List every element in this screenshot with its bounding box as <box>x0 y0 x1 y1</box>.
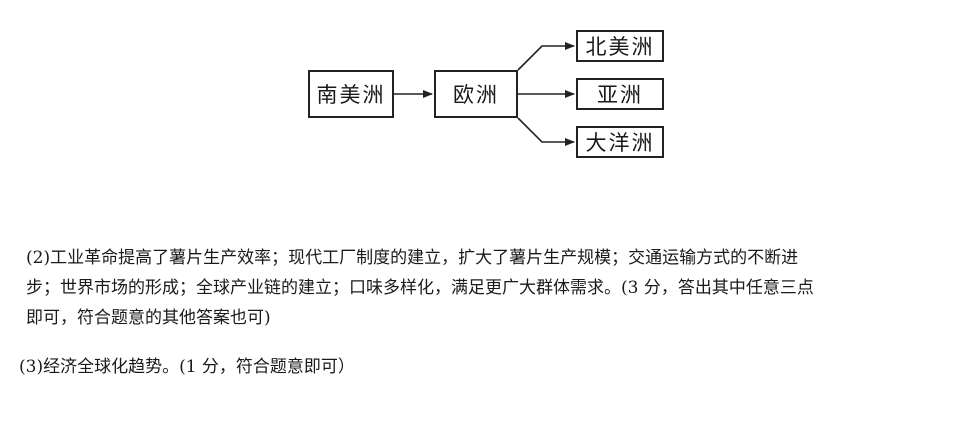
arrow-europe-to-oceania <box>517 117 575 146</box>
box-europe: 欧洲 <box>434 70 518 118</box>
answer-3-line: (3)经济全球化趋势。(1 分，符合题意即可） <box>19 357 355 377</box>
box-north-america-label: 北美洲 <box>585 35 655 59</box>
box-europe-label: 欧洲 <box>453 83 499 107</box>
box-asia: 亚洲 <box>576 78 664 110</box>
answer-2-line: 即可，符合题意的其他答案也可) <box>26 308 271 328</box>
box-north-america: 北美洲 <box>576 30 664 62</box>
arrow-europe-to-north-america <box>517 42 575 71</box>
box-south-america: 南美洲 <box>308 70 394 118</box>
box-oceania: 大洋洲 <box>576 126 664 158</box>
answer-2-paragraph: (2)工业革命提高了薯片生产效率；现代工厂制度的建立，扩大了薯片生产规模；交通运… <box>26 243 956 333</box>
box-oceania-label: 大洋洲 <box>585 131 655 155</box>
flow-diagram: 南美洲 欧洲 北美洲 亚洲 大洋洲 <box>0 0 973 200</box>
answer-2-line: 步；世界市场的形成；全球产业链的建立；口味多样化，满足更广大群体需求。(3 分，… <box>26 278 814 298</box>
box-south-america-label: 南美洲 <box>316 83 386 107</box>
box-asia-label: 亚洲 <box>597 83 643 107</box>
answer-2-line: (2)工业革命提高了薯片生产效率；现代工厂制度的建立，扩大了薯片生产规模；交通运… <box>26 248 799 268</box>
flow-arrows <box>394 42 575 146</box>
answer-3-paragraph: (3)经济全球化趋势。(1 分，符合题意即可） <box>19 352 949 382</box>
